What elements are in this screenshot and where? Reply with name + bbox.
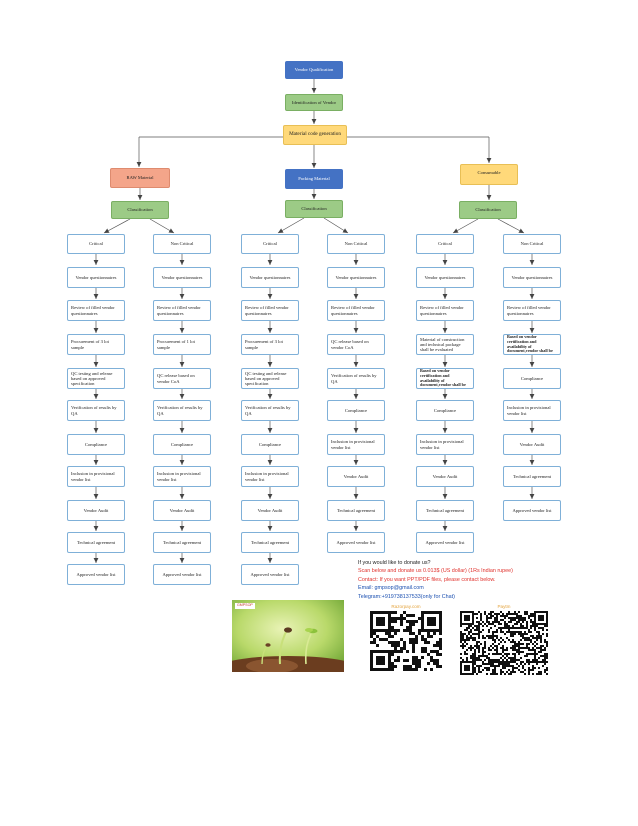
arrow-class-critical-1	[277, 217, 305, 234]
step-1-critical-2: Procurement of 3 lot sample	[241, 334, 299, 355]
step-1-critical-5: Compliance	[241, 434, 299, 455]
step-2-critical-7: Technical agreement	[416, 500, 474, 521]
step-2-critical-1: Review of filled vendor questionnaires	[416, 300, 474, 321]
step-0-critical-1: Review of filled vendor questionnaires	[67, 300, 125, 321]
step-0-critical-2: Procurement of 3 lot sample	[67, 334, 125, 355]
step-1-critical-6: Inclusion in provisional vendor list	[241, 466, 299, 487]
step-0-critical-5: Compliance	[67, 434, 125, 455]
step-0-noncritical-7: Vendor Audit	[153, 500, 211, 521]
step-0-critical-3: QC testing and release based on approved…	[67, 368, 125, 389]
step-1-critical-9: Approved vendor list	[241, 564, 299, 585]
step-2-critical-5: Inclusion in provisional vendor list	[416, 434, 474, 455]
critical-header-2: Critical	[416, 234, 474, 254]
qr-code-razorpay[interactable]	[370, 611, 442, 671]
step-2-critical-6: Vendor Audit	[416, 466, 474, 487]
step-2-noncritical-7: Approved vendor list	[503, 500, 561, 521]
noncritical-header-1: Non Critical	[327, 234, 385, 254]
step-1-noncritical-4: Compliance	[327, 400, 385, 421]
qr2-label: Paytm	[497, 604, 511, 609]
noncritical-header-0: Non Critical	[153, 234, 211, 254]
donate-line-1: If you would like to donate us?	[358, 560, 431, 566]
step-2-noncritical-2: Based on vendor certification and availa…	[503, 334, 561, 355]
step-0-critical-9: Approved vendor list	[67, 564, 125, 585]
step-0-noncritical-5: Compliance	[153, 434, 211, 455]
classification-node-1: Classification	[285, 200, 343, 218]
step-1-noncritical-6: Vendor Audit	[327, 466, 385, 487]
step-1-critical-1: Review of filled vendor questionnaires	[241, 300, 299, 321]
step-2-noncritical-0: Vendor questionnaires	[503, 267, 561, 288]
title-node: Vendor Qualification	[285, 61, 343, 79]
step-2-noncritical-3: Compliance	[503, 368, 561, 389]
step-2-critical-8: Approved vendor list	[416, 532, 474, 553]
step-0-noncritical-1: Review of filled vendor questionnaires	[153, 300, 211, 321]
donate-email[interactable]: Email: gmpsop@gmail.com	[358, 585, 424, 592]
arrow-class-noncritical-2	[497, 218, 525, 234]
step-0-critical-8: Technical agreement	[67, 532, 125, 553]
donate-panel: If you would like to donate us? Scan bel…	[358, 559, 588, 601]
step-1-noncritical-7: Technical agreement	[327, 500, 385, 521]
step-1-critical-4: Verification of results by QA	[241, 400, 299, 421]
step-0-noncritical-8: Technical agreement	[153, 532, 211, 553]
step-1-noncritical-8: Approved vendor list	[327, 532, 385, 553]
step-1-noncritical-0: Vendor questionnaires	[327, 267, 385, 288]
step-1-critical-7: Vendor Audit	[241, 500, 299, 521]
step-2-critical-0: Vendor questionnaires	[416, 267, 474, 288]
step-0-critical-0: Vendor questionnaires	[67, 267, 125, 288]
qr1-label: Razorpay.com	[391, 604, 421, 609]
donate-line-2: Scan below and donate us 0.013$ (US doll…	[358, 568, 513, 575]
category-node-0: RAW Material	[110, 168, 170, 188]
qr-code-paytm[interactable]	[460, 611, 548, 675]
step-2-noncritical-5: Vendor Audit	[503, 434, 561, 455]
sprout-photo: GMPSOP	[232, 600, 344, 672]
arrow-class-critical-2	[452, 218, 479, 234]
step-0-noncritical-0: Vendor questionnaires	[153, 267, 211, 288]
identification-node: Identification of Vendor	[285, 94, 343, 111]
step-0-noncritical-3: QC release based on vendor CoA	[153, 368, 211, 389]
arrow-class-noncritical-1	[323, 217, 349, 234]
step-2-critical-3: Based on vendor certification and availa…	[416, 368, 474, 389]
step-1-critical-8: Technical agreement	[241, 532, 299, 553]
step-0-noncritical-9: Approved vendor list	[153, 564, 211, 585]
step-2-noncritical-1: Review of filled vendor questionnaires	[503, 300, 561, 321]
arrow-class-critical-0	[103, 218, 131, 234]
step-1-noncritical-1: Review of filled vendor questionnaires	[327, 300, 385, 321]
noncritical-header-2: Non Critical	[503, 234, 561, 254]
step-2-critical-2: Material of construction and technical p…	[416, 334, 474, 355]
step-1-critical-3: QC testing and release based on approved…	[241, 368, 299, 389]
classification-node-0: Classification	[111, 201, 169, 219]
brand-logo: GMPSOP	[235, 603, 255, 609]
step-2-noncritical-6: Technical agreement	[503, 466, 561, 487]
step-0-critical-6: Inclusion in provisional vendor list	[67, 466, 125, 487]
category-node-2: Consumable	[460, 164, 518, 185]
step-0-critical-4: Verification of results by QA	[67, 400, 125, 421]
material-code-node: Material code generation	[283, 125, 347, 145]
donate-telegram[interactable]: Telegram:+919738137533(only for Chat)	[358, 593, 455, 600]
critical-header-0: Critical	[67, 234, 125, 254]
arrow-class-noncritical-0	[149, 218, 175, 234]
step-2-noncritical-4: Inclusion in provisional vendor list	[503, 400, 561, 421]
classification-node-2: Classification	[459, 201, 517, 219]
step-0-noncritical-2: Procurement of 1 lot sample	[153, 334, 211, 355]
step-1-noncritical-5: Inclusion in provisional vendor list	[327, 434, 385, 455]
donate-line-3: Contact: If you want PPT/PDF files, plea…	[358, 576, 496, 583]
category-node-1: Packing Material	[285, 169, 343, 189]
step-2-critical-4: Compliance	[416, 400, 474, 421]
step-0-critical-7: Vendor Audit	[67, 500, 125, 521]
step-0-noncritical-4: Verification of results by QA	[153, 400, 211, 421]
step-1-noncritical-3: Verification of results by QA	[327, 368, 385, 389]
step-1-critical-0: Vendor questionnaires	[241, 267, 299, 288]
step-1-noncritical-2: QC release based on vendor CoA	[327, 334, 385, 355]
critical-header-1: Critical	[241, 234, 299, 254]
step-0-noncritical-6: Inclusion in provisional vendor list	[153, 466, 211, 487]
